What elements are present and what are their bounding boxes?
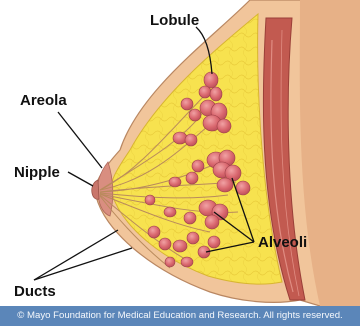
label-lobule: Lobule <box>150 12 199 29</box>
label-areola: Areola <box>20 92 67 109</box>
copyright-bar: © Mayo Foundation for Medical Education … <box>0 306 360 326</box>
label-ducts: Ducts <box>14 283 56 300</box>
label-nipple: Nipple <box>14 164 60 181</box>
label-alveoli: Alveoli <box>258 234 307 251</box>
copyright-text: © Mayo Foundation for Medical Education … <box>17 310 342 321</box>
